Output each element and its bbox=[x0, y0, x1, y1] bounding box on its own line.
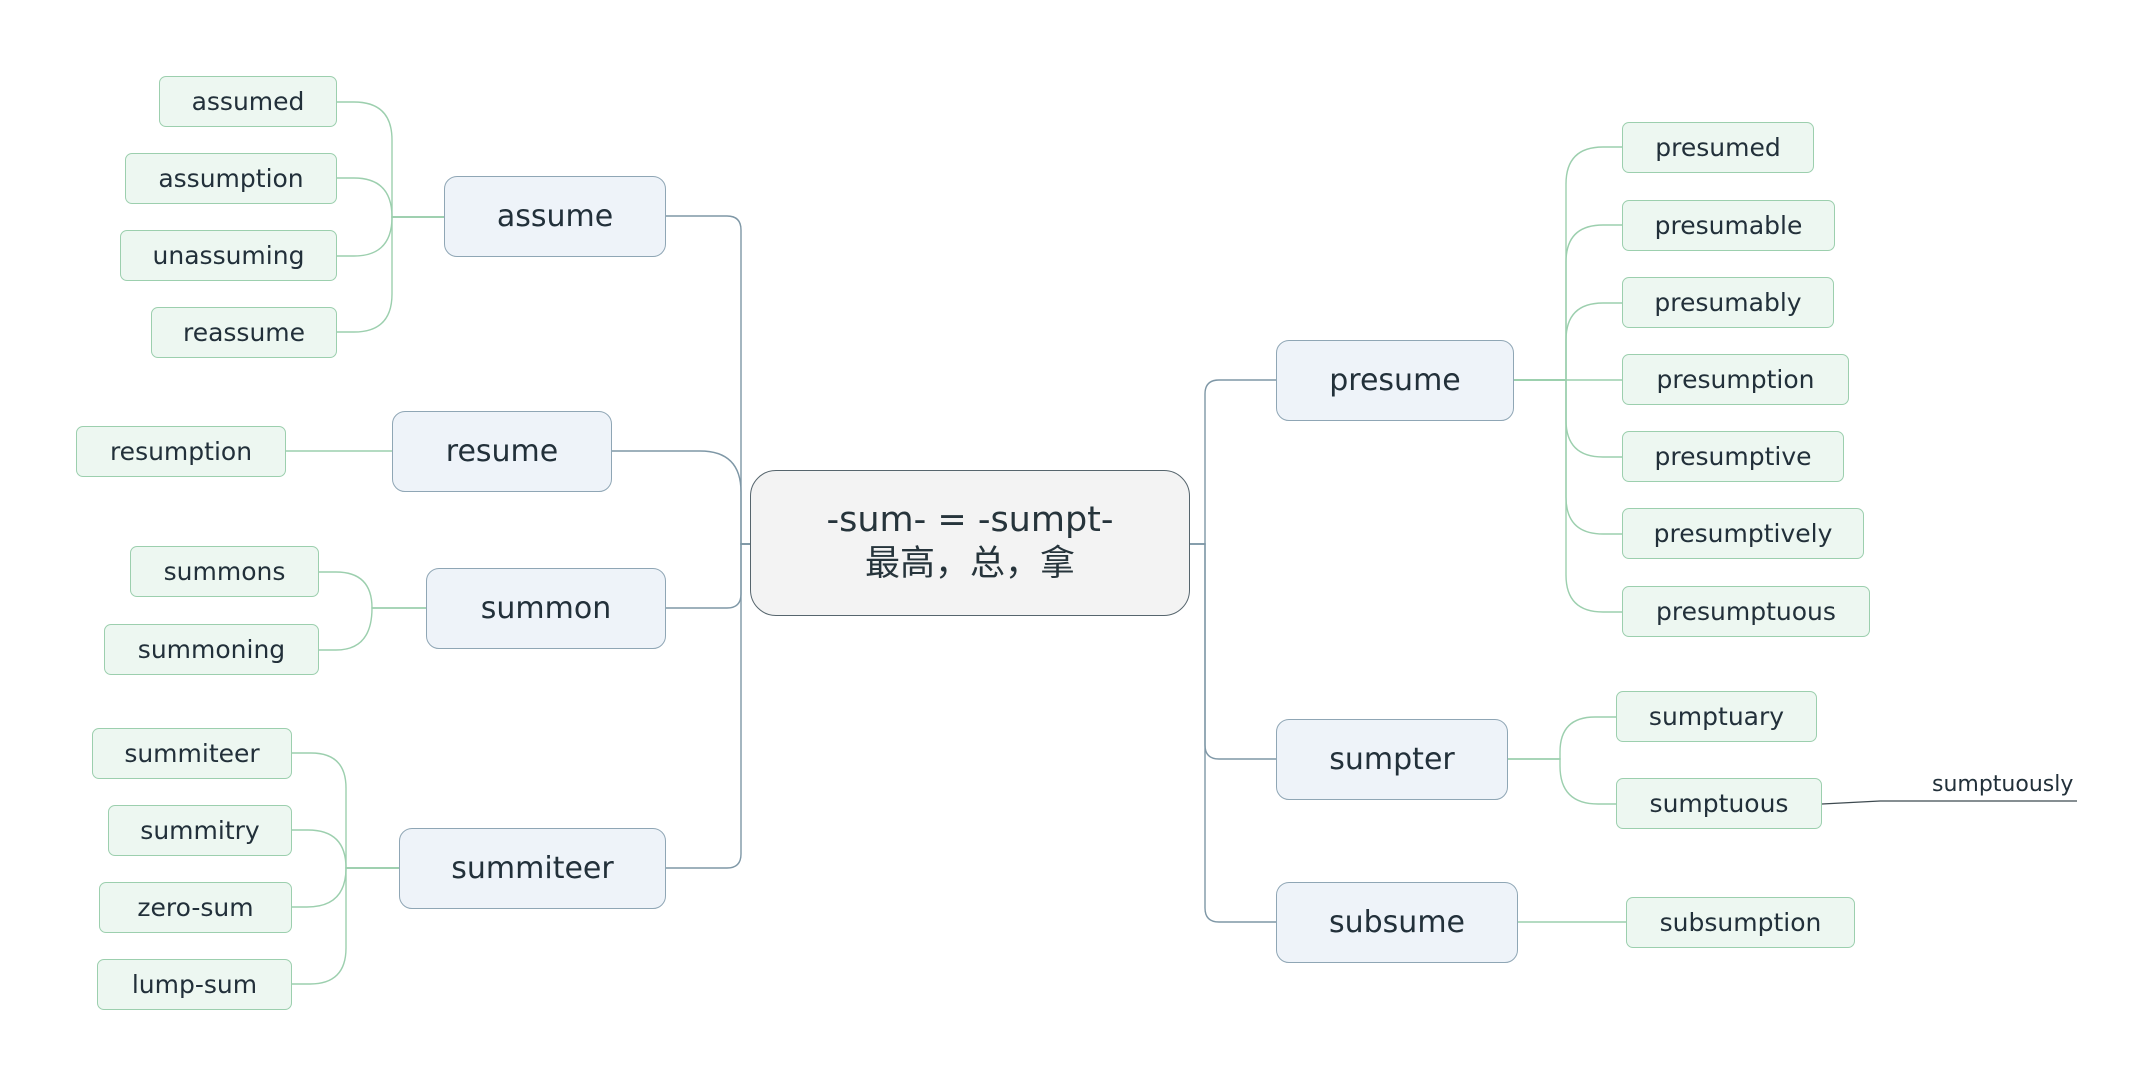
subtopic-summoning[interactable]: summoning bbox=[104, 624, 319, 675]
link-sumptuously bbox=[1821, 800, 2077, 805]
link-summoning bbox=[319, 607, 426, 651]
subtopic-zero-sum[interactable]: zero-sum bbox=[99, 882, 292, 933]
topic-presume[interactable]: presume bbox=[1276, 340, 1514, 421]
link-summon bbox=[666, 543, 750, 609]
link-presumptuous bbox=[1514, 379, 1622, 613]
subtopic-summons[interactable]: summons bbox=[130, 546, 319, 597]
center-topic[interactable]: -sum- = -sumpt- 最高，总，拿 bbox=[750, 470, 1190, 616]
subtopic-unassuming[interactable]: unassuming bbox=[120, 230, 337, 281]
topic-subsume[interactable]: subsume bbox=[1276, 882, 1518, 963]
subtopic-presumably[interactable]: presumably bbox=[1622, 277, 1834, 328]
link-summitry bbox=[292, 829, 399, 869]
link-presumable bbox=[1514, 224, 1622, 381]
subtopic-summiteer[interactable]: summiteer bbox=[92, 728, 292, 779]
subtopic-presumptive[interactable]: presumptive bbox=[1622, 431, 1844, 482]
link-presumed bbox=[1514, 146, 1622, 381]
link-summiteer bbox=[666, 543, 750, 869]
link-assume bbox=[666, 215, 750, 545]
topic-summon[interactable]: summon bbox=[426, 568, 666, 649]
link-presumptive bbox=[1514, 379, 1622, 458]
topic-summiteer[interactable]: summiteer bbox=[399, 828, 666, 909]
center-title: -sum- = -sumpt- bbox=[826, 500, 1114, 541]
topic-resume[interactable]: resume bbox=[392, 411, 612, 492]
link-sumptuary bbox=[1508, 716, 1616, 760]
link-sumptuous bbox=[1508, 758, 1616, 805]
subtopic-resumption[interactable]: resumption bbox=[76, 426, 286, 477]
subtopic-assumption[interactable]: assumption bbox=[125, 153, 337, 204]
subtopic-summitry[interactable]: summitry bbox=[108, 805, 292, 856]
subtopic-presumed[interactable]: presumed bbox=[1622, 122, 1814, 173]
subtopic-presumption[interactable]: presumption bbox=[1622, 354, 1849, 405]
subtopic-reassume[interactable]: reassume bbox=[151, 307, 337, 358]
link-summons bbox=[319, 571, 426, 609]
topic-sumpter[interactable]: sumpter bbox=[1276, 719, 1508, 800]
subtopic-sumptuary[interactable]: sumptuary bbox=[1616, 691, 1817, 742]
link-assumed bbox=[337, 101, 444, 218]
subtopic-assumed[interactable]: assumed bbox=[159, 76, 337, 127]
link-unassuming bbox=[337, 216, 444, 257]
subtopic-sumptuous[interactable]: sumptuous bbox=[1616, 778, 1822, 829]
link-presume bbox=[1190, 379, 1276, 545]
subtopic-presumptuous[interactable]: presumptuous bbox=[1622, 586, 1870, 637]
link-assumption bbox=[337, 177, 444, 218]
link-subsume bbox=[1190, 543, 1276, 923]
link-sumpter bbox=[1190, 543, 1276, 760]
subtopic-presumptively[interactable]: presumptively bbox=[1622, 508, 1864, 559]
subtopic-presumable[interactable]: presumable bbox=[1622, 200, 1835, 251]
link-reassume bbox=[337, 216, 444, 333]
link-summiteer-child bbox=[292, 752, 399, 869]
link-lump-sum bbox=[292, 867, 399, 985]
link-presumably bbox=[1514, 302, 1622, 381]
link-resume bbox=[612, 450, 750, 545]
center-meaning: 最高，总，拿 bbox=[864, 544, 1075, 584]
topic-assume[interactable]: assume bbox=[444, 176, 666, 257]
subtopic-lump-sum[interactable]: lump-sum bbox=[97, 959, 292, 1010]
floating-sumptuously[interactable]: sumptuously bbox=[1932, 772, 2074, 797]
subtopic-subsumption[interactable]: subsumption bbox=[1626, 897, 1855, 948]
